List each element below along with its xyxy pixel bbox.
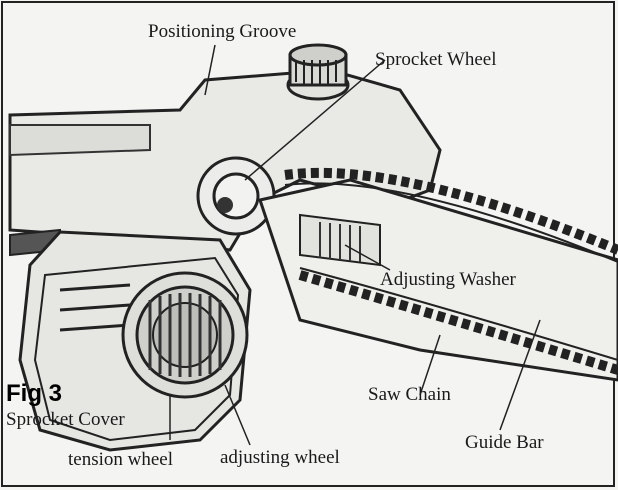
label-sprocket-cover: Sprocket Cover: [6, 409, 125, 430]
label-tension-wheel: tension wheel: [68, 449, 174, 470]
label-positioning-groove: Positioning Groove: [148, 21, 297, 42]
figure-caption: Fig 3: [6, 380, 63, 407]
label-saw-chain: Saw Chain: [368, 384, 451, 405]
label-sprocket-wheel: Sprocket Wheel: [375, 49, 497, 70]
label-guide-bar: Guide Bar: [465, 432, 544, 453]
label-adjusting-wheel: adjusting wheel: [220, 447, 340, 468]
label-adjusting-washer: Adjusting Washer: [380, 269, 516, 290]
